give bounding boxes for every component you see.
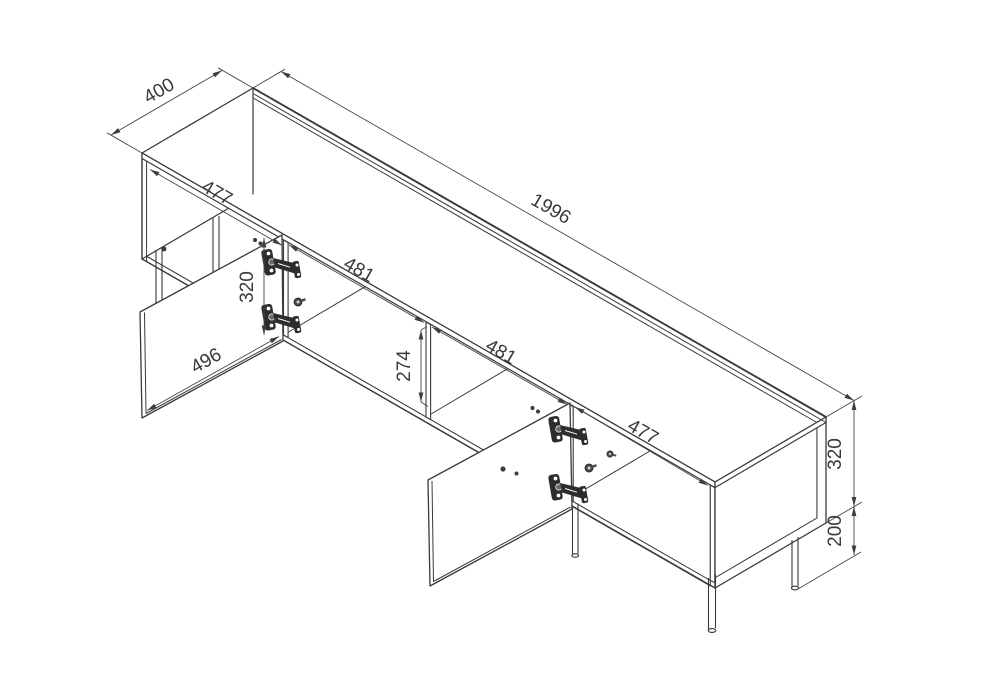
leg-rear-right (790, 537, 800, 591)
dim-body-height: 320 (825, 438, 846, 470)
dim-total-length: 1996 (527, 190, 574, 229)
dim-top-depth: 400 (140, 74, 178, 108)
leg-middle (571, 503, 580, 558)
right-end-panel (709, 416, 827, 589)
dim-left-door-height: 320 (237, 271, 258, 303)
cam-hole (161, 246, 167, 252)
dim-interior-height: 274 (394, 350, 415, 382)
leg-front-right (707, 574, 717, 633)
dim-leg-height: 200 (825, 515, 846, 547)
dimensions (106, 67, 863, 590)
right-door-open (427, 402, 573, 587)
